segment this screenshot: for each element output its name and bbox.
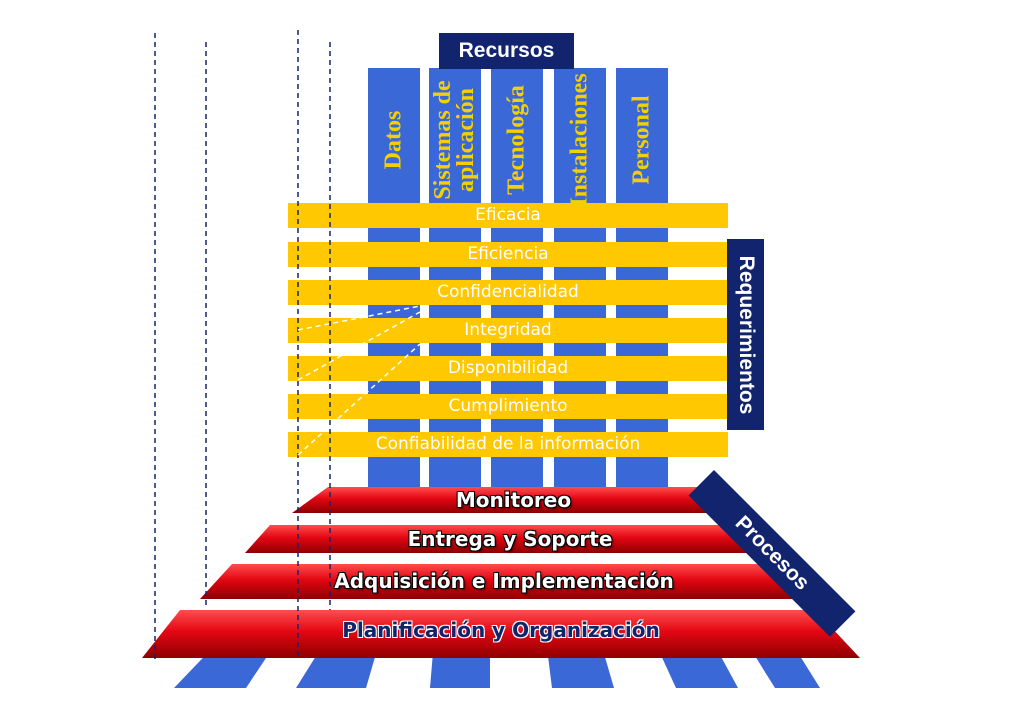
process-label: Entrega y Soporte xyxy=(407,527,613,551)
recursos-header: Recursos xyxy=(439,33,574,69)
process-label: Monitoreo xyxy=(455,488,572,512)
process-slab-entrega xyxy=(245,525,775,553)
process-label: Planificación y Organización xyxy=(342,618,660,642)
process-slab-monitoreo xyxy=(292,487,735,513)
process-label: Adquisición e Implementación xyxy=(334,569,674,593)
process-slab-adquisicion xyxy=(200,564,808,599)
requirement-bar: Confidencialidad xyxy=(288,280,728,305)
requirement-bar: Eficacia xyxy=(288,203,728,228)
requirement-bar: Eficiencia xyxy=(288,242,728,267)
requerimientos-side-label: Requerimientos xyxy=(727,239,764,430)
process-slab-planificacion xyxy=(142,610,860,658)
